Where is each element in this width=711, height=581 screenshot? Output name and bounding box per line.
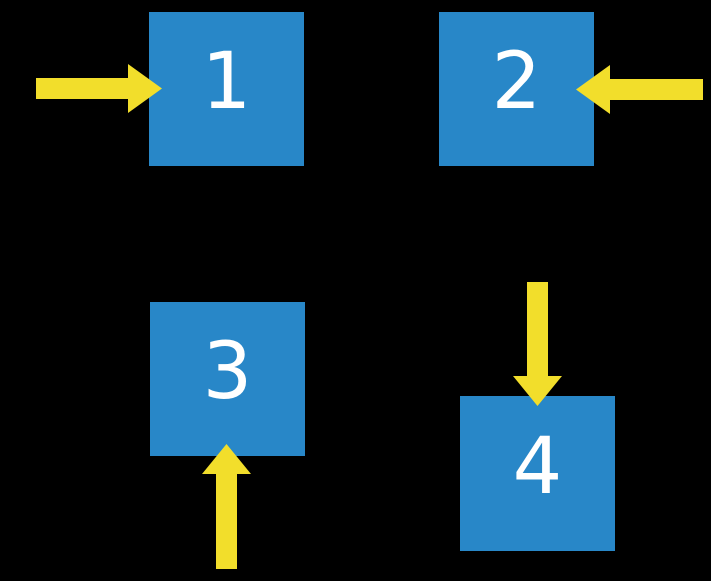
right-arrow-icon xyxy=(36,64,162,113)
box-2: 2 xyxy=(439,12,594,166)
box-2-label: 2 xyxy=(491,37,542,127)
box-4-label: 4 xyxy=(512,421,563,512)
box-1-label: 1 xyxy=(201,37,252,127)
box-3: 3 xyxy=(150,302,305,456)
down-arrow-icon xyxy=(513,282,562,406)
box-4: 4 xyxy=(460,396,615,551)
right-arrow-shape xyxy=(36,64,162,113)
up-arrow-icon xyxy=(202,444,251,569)
left-arrow-shape xyxy=(576,65,703,114)
left-arrow-icon xyxy=(576,65,703,114)
box-1: 1 xyxy=(149,12,304,166)
up-arrow-shape xyxy=(202,444,251,569)
down-arrow-shape xyxy=(513,282,562,406)
box-3-label: 3 xyxy=(202,327,253,417)
